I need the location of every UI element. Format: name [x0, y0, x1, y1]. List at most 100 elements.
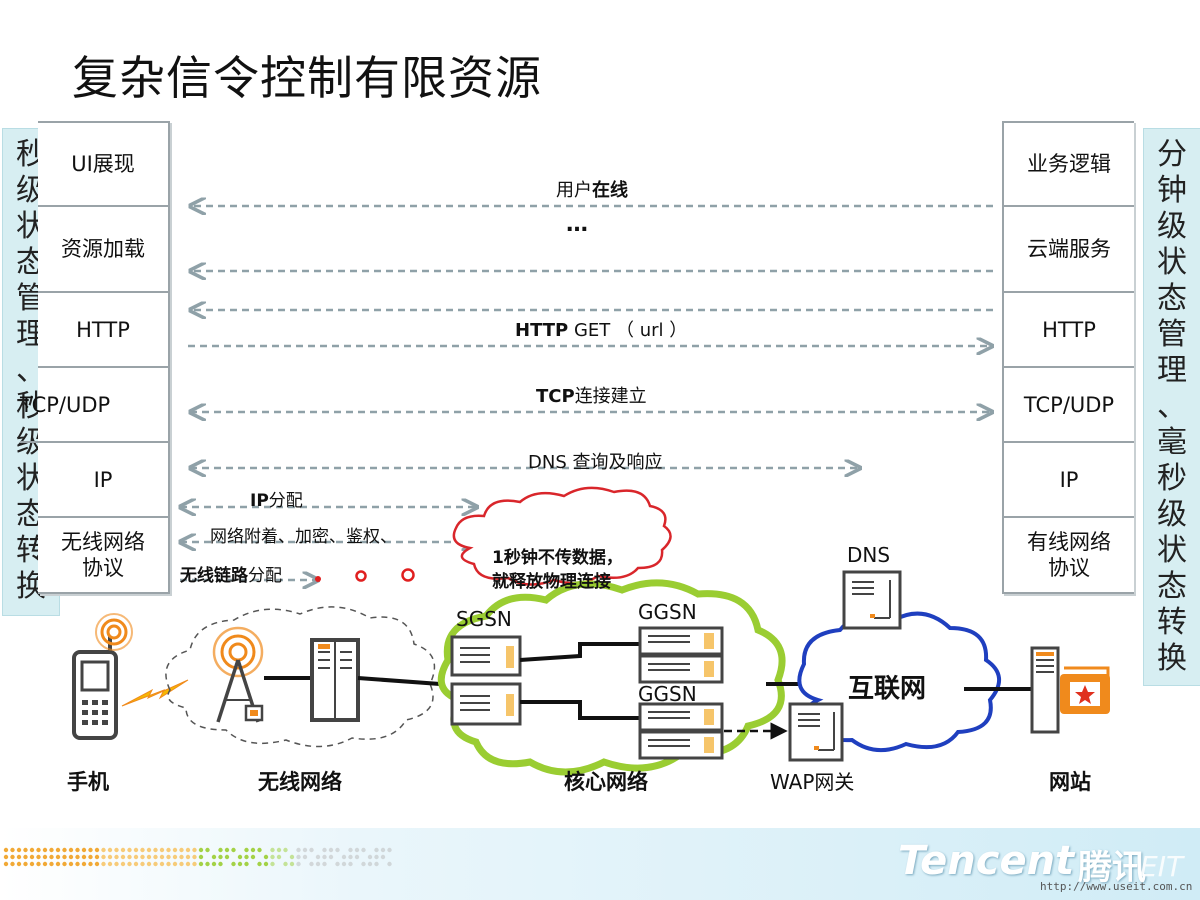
internet-cloud: [797, 611, 1001, 752]
stack-cell-cloud: 云端服务: [1004, 207, 1134, 293]
footer-dot: [55, 861, 61, 867]
footer-dot: [101, 861, 106, 867]
stack-cell-wireless: 无线网络 协议: [61, 530, 145, 580]
footer-dot: [354, 847, 360, 853]
footer-dot: [387, 861, 392, 867]
phone-icon: [72, 613, 133, 740]
footer-dot: [276, 854, 282, 860]
footer-dot: [36, 847, 41, 853]
footer-dot: [88, 854, 93, 860]
footer-dot: [107, 861, 113, 867]
footer-dot: [263, 861, 269, 867]
label-link-bold: 无线链路: [180, 566, 248, 586]
footer-dot: [179, 854, 184, 860]
label-http-get: HTTP GET （ url ）: [515, 316, 687, 342]
footer-dot: [348, 847, 353, 853]
label-tcp: TCP连接建立: [536, 382, 647, 408]
footer-dot: [322, 847, 327, 853]
footer-dot: [23, 847, 28, 853]
label-ggsn-2: GGSN: [638, 682, 697, 706]
label-ellipsis: …: [566, 212, 588, 237]
label-internet: 互联网: [848, 674, 927, 704]
label-attach: 网络附着、加密、鉴权、: [210, 527, 397, 547]
stack-cell-ip: IP: [1004, 443, 1134, 518]
label-sgsn: SGSN: [456, 607, 512, 631]
footer-dot: [133, 847, 139, 853]
footer-dot: [218, 854, 223, 860]
footer-dot: [237, 854, 243, 860]
footer-dot: [120, 854, 126, 860]
footer-dot: [75, 854, 80, 860]
footer-dot: [335, 861, 340, 867]
right-sidebar: 分钟级状态管理、毫秒级状态转换: [1143, 128, 1200, 686]
release-note-cloud: [452, 486, 672, 586]
footer-dot: [133, 854, 139, 860]
footer-dot: [23, 854, 28, 860]
client-protocol-stack: UI展现 资源加载 HTTP TCP/UDP IP 无线网络 协议: [20, 121, 170, 594]
caption-core: 核心网络: [564, 770, 648, 794]
footer-dot: [49, 854, 54, 860]
label-tcp-bold: TCP: [536, 386, 575, 407]
footer-dot: [257, 847, 262, 853]
dot-3: [401, 568, 415, 582]
footer-dot: [49, 861, 54, 867]
lightning-icon: [121, 679, 189, 707]
footer-dot: [374, 847, 379, 853]
footer-dot: [205, 847, 210, 853]
footer-dot: [374, 861, 379, 867]
footer-dot: [120, 861, 126, 867]
footer-dot: [16, 861, 22, 867]
link-rnc-core: [357, 676, 441, 686]
footer-dot: [140, 854, 145, 860]
footer-dot: [309, 861, 314, 867]
stack-cell-http: HTTP: [38, 293, 168, 368]
footer-dot: [367, 854, 373, 860]
footer-dot: [263, 854, 269, 860]
footer-dot: [192, 847, 197, 853]
footer-dot: [159, 854, 165, 860]
footer-dot: [3, 861, 9, 867]
footer-dot: [75, 847, 80, 853]
stack-cell-ui: UI展现: [38, 123, 168, 207]
footer-dot: [218, 861, 223, 867]
footer-dot: [179, 847, 184, 853]
footer-dot: [179, 861, 184, 867]
footer-dot: [322, 854, 327, 860]
dot-2: [355, 570, 367, 582]
footer-dot: [101, 854, 106, 860]
footer-dot: [49, 847, 54, 853]
label-dns-node: DNS: [847, 543, 891, 567]
footer-dot: [361, 847, 366, 853]
footer-dot: [270, 854, 275, 860]
footer-dot: [289, 861, 295, 867]
footer-dot: [348, 854, 353, 860]
footer-dot: [159, 861, 165, 867]
footer-dot: [29, 847, 35, 853]
footer-dot: [380, 854, 386, 860]
footer-dot: [62, 847, 67, 853]
footer-dot: [107, 847, 113, 853]
footer-dot: [133, 861, 139, 867]
footer-dot: [81, 854, 87, 860]
brand-logo: Tencent: [898, 838, 1075, 884]
note-line-1: 1秒钟不传数据，: [492, 548, 623, 568]
footer-dot: [29, 861, 35, 867]
footer-dot: [380, 847, 386, 853]
footer-dot: [296, 847, 301, 853]
label-link-rest: 分配: [248, 566, 282, 586]
footer-dot: [231, 847, 236, 853]
label-user-online-prefix: 用户: [556, 180, 592, 201]
wireless-cloud: [165, 606, 436, 748]
brand-suffix: EIT: [1140, 850, 1184, 883]
footer-dot: [211, 861, 217, 867]
footer-dot: [127, 861, 132, 867]
footer-dot: [166, 847, 171, 853]
footer-dot: [283, 847, 288, 853]
footer-dot: [36, 861, 41, 867]
footer-dot: [10, 861, 15, 867]
footer-dot: [101, 847, 106, 853]
label-user-online-bold: 在线: [592, 180, 628, 201]
footer-dot: [374, 854, 379, 860]
footer-dot: [114, 861, 119, 867]
